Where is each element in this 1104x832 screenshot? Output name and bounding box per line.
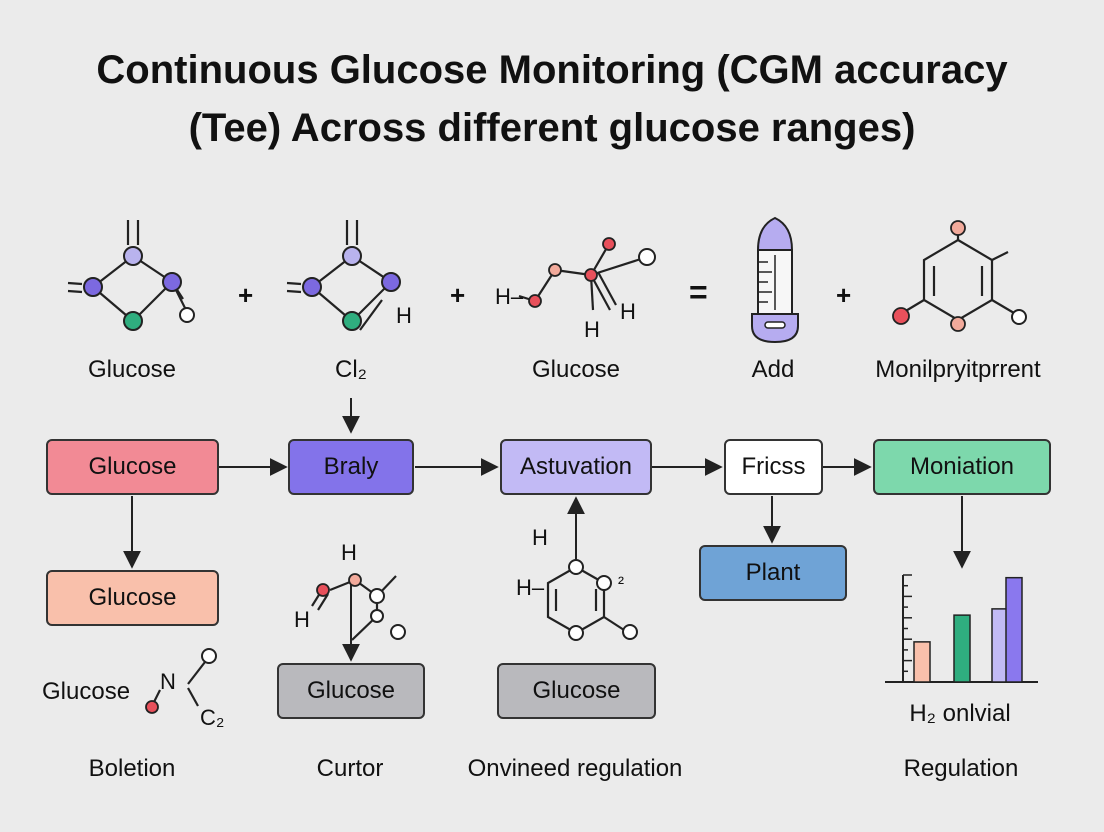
chart-bar [1005, 576, 1023, 683]
atom-node-open [638, 248, 656, 266]
molecule-label: Cl₂ [335, 356, 367, 383]
caption-onvineed-regulation: Onvineed regulation [467, 755, 683, 782]
atom-node-pink [348, 573, 362, 587]
atom-label-superscript: ² [618, 573, 624, 593]
atom-label-h: H [341, 540, 357, 565]
atom-label-n: N [160, 669, 176, 694]
atom-label-c2: C₂ [200, 705, 225, 730]
box-glucose-peach: Glucose [46, 570, 219, 626]
glucose-text: Glucose [42, 678, 131, 705]
plus-operator: + [238, 280, 254, 310]
atom-node-pink [950, 220, 966, 236]
flow-arrows [123, 398, 971, 662]
atom-node-lavender [342, 246, 362, 266]
atom-node-open [568, 625, 584, 641]
chart-bar [953, 614, 971, 683]
atom-node-open [568, 559, 584, 575]
chart-bar [913, 641, 931, 683]
molecule-label: Glucose [531, 356, 621, 383]
atom-node-open [596, 575, 612, 591]
atom-label-h: H [584, 317, 600, 342]
atom-node-teal [123, 311, 143, 331]
molecule-label: Add [751, 356, 795, 383]
molecule-label: Glucose [87, 356, 177, 383]
caption-curtor: Curtor [316, 755, 384, 782]
flow-box-glucose: Glucose [46, 439, 219, 495]
equals-operator: = [689, 274, 708, 310]
atom-label-h: H– [495, 284, 524, 309]
atom-node-open [201, 648, 217, 664]
molecule-label: Monilpryitprrent [875, 356, 1041, 383]
flow-box-fricss: Fricss [724, 439, 823, 495]
atom-node-open [622, 624, 638, 640]
bar-chart [885, 574, 1038, 683]
plus-operator: + [836, 280, 852, 310]
chart-bars [913, 576, 1023, 683]
atom-node-teal [342, 311, 362, 331]
molecule-regulation-ring [546, 565, 625, 635]
flow-box-braly: Braly [288, 439, 414, 495]
atom-node-purple [381, 272, 401, 292]
atom-node-open [179, 307, 195, 323]
diagram-title-line2: (Tee) Across different glucose ranges) [188, 106, 916, 150]
molecule-cl2 [286, 220, 392, 331]
atom-node-purple [83, 277, 103, 297]
atom-node-open [369, 588, 385, 604]
flow-box-moniation: Moniation [873, 439, 1051, 495]
caption-regulation: Regulation [903, 755, 1019, 782]
atom-node-lavender [123, 246, 143, 266]
atom-node-open [390, 624, 406, 640]
atom-node-red [316, 583, 330, 597]
box-plant: Plant [699, 545, 847, 601]
atom-node-pink [548, 263, 562, 277]
atom-node-pink [950, 316, 966, 332]
molecule-benzene [903, 230, 1015, 322]
chart-label: H₂ onlvial [909, 700, 1011, 727]
atom-node-purple [162, 272, 182, 292]
atom-label-h: H– [516, 575, 545, 600]
plus-operator: + [450, 280, 466, 310]
atom-label-h: H [532, 525, 548, 550]
atom-node-red [584, 268, 598, 282]
atom-label-h: H [294, 607, 310, 632]
chart-ticks [903, 574, 912, 683]
thermometer-icon [751, 216, 799, 344]
atom-label-h: H [396, 303, 412, 328]
caption-boletion: Boletion [88, 755, 176, 782]
atom-node-red [145, 700, 159, 714]
atom-node-red [602, 237, 616, 251]
box-glucose-grey: Glucose [277, 663, 425, 719]
atom-node-open [370, 609, 384, 623]
flow-box-astuvation: Astuvation [500, 439, 652, 495]
atom-node-open [1011, 309, 1027, 325]
molecule-glucose-1 [67, 220, 187, 322]
diagram-title-line1: Continuous Glucose Monitoring (CGM accur… [96, 48, 1008, 92]
atom-node-purple [302, 277, 322, 297]
atom-node-red [892, 307, 910, 325]
atom-label-h: H [620, 299, 636, 324]
atom-node-red [528, 294, 542, 308]
box-glucose-grey: Glucose [497, 663, 656, 719]
